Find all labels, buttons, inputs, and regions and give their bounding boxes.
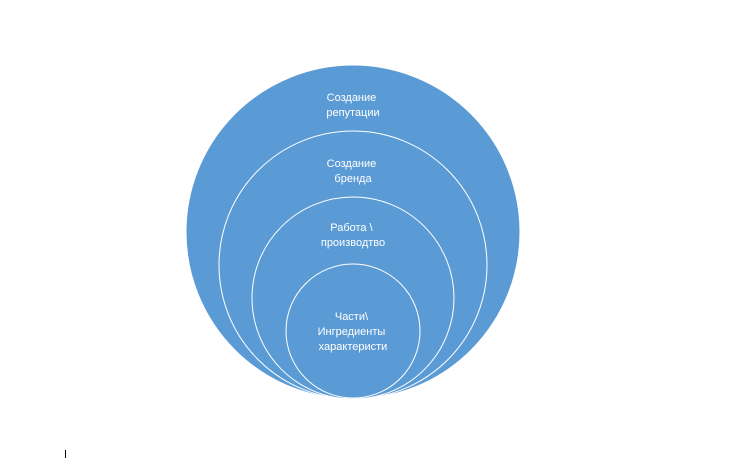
circle-label-1-line-1: Создание bbox=[327, 92, 377, 104]
circle-label-3-line-1: Работа \ bbox=[330, 222, 373, 234]
circle-label-4-line-1: Части\ bbox=[335, 311, 369, 323]
circle-label-4-line-2: Ингредиенты bbox=[318, 326, 386, 338]
circle-label-4-line-3: характеристи bbox=[319, 341, 388, 353]
circle-label-2-line-2: бренда bbox=[334, 173, 372, 185]
circle-inner bbox=[285, 263, 421, 399]
circle-label-2-line-1: Создание bbox=[327, 158, 377, 170]
circle-label-1-line-2: репутации bbox=[326, 107, 379, 119]
circle-label-4: Части\ Ингредиенты характеристи bbox=[318, 311, 389, 353]
circle-level-4[interactable]: Части\ Ингредиенты характеристи bbox=[285, 263, 421, 399]
circle-label-3-line-2: производтво bbox=[321, 237, 385, 249]
circle-label-1: Создание репутации bbox=[326, 92, 379, 119]
text-cursor bbox=[65, 450, 66, 458]
circle-label-2: Создание бренда bbox=[327, 158, 380, 185]
circle-label-3: Работа \ производтво bbox=[321, 222, 385, 249]
